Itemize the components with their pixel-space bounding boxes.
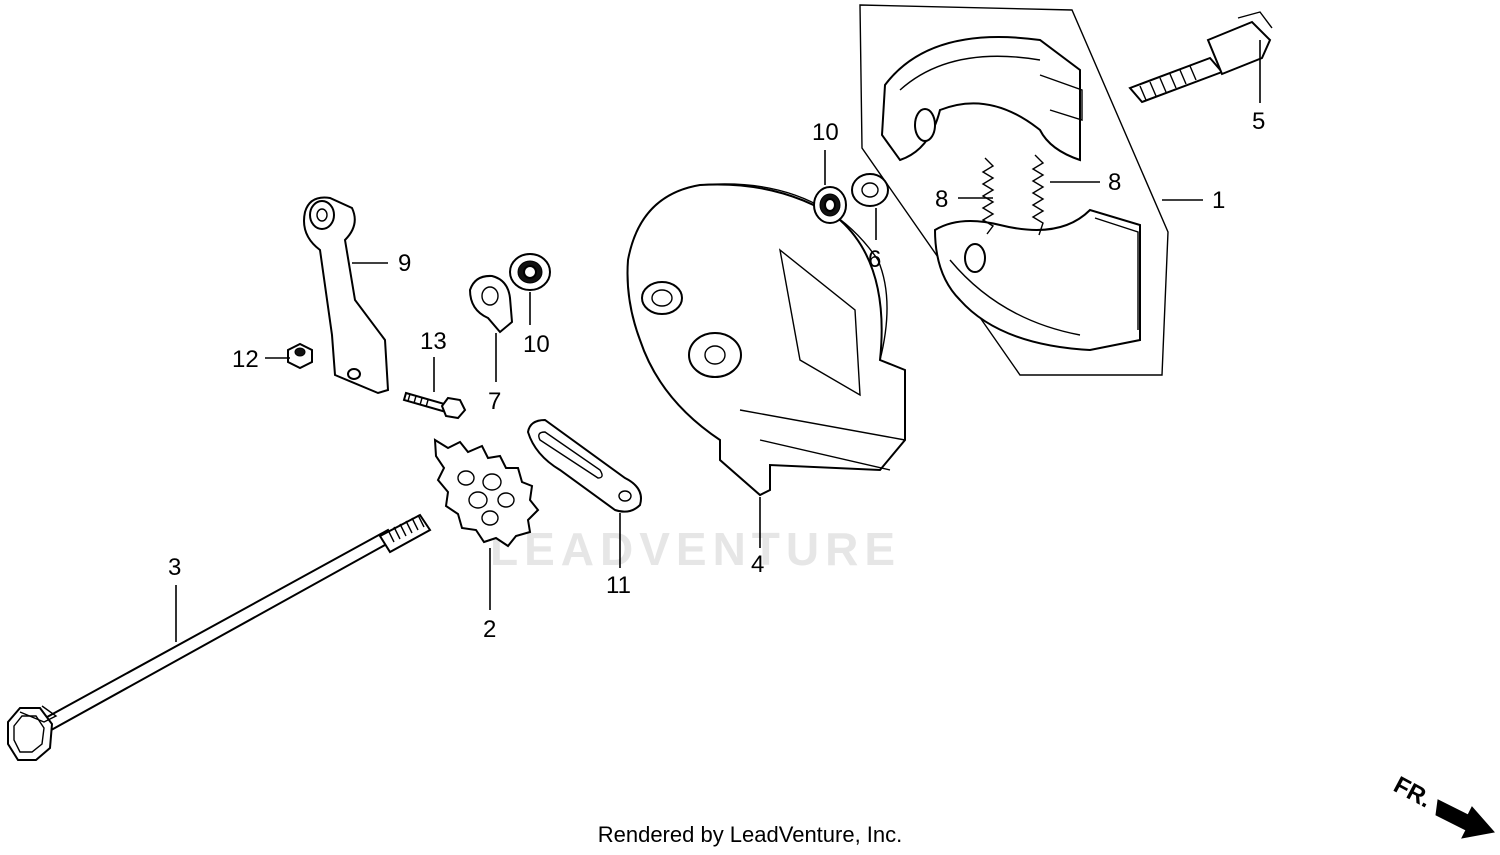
callout-1: 1 (1212, 187, 1225, 214)
indicator-plate[interactable] (468, 274, 514, 334)
callout-5: 5 (1252, 108, 1265, 135)
callout-10-lower: 10 (523, 331, 550, 358)
callout-2: 2 (483, 616, 496, 643)
watermark-text: LEADVENTURE (490, 523, 901, 575)
leader-lines (175, 40, 1261, 642)
adjuster-link[interactable] (526, 418, 642, 513)
brake-arm[interactable] (303, 196, 390, 395)
callout-10-upper: 10 (812, 119, 839, 146)
brake-panel[interactable] (626, 183, 906, 497)
brake-cam-shaft[interactable] (1128, 11, 1273, 104)
callout-13: 13 (420, 328, 447, 355)
bolt-13[interactable] (402, 391, 467, 420)
callout-4: 4 (751, 551, 764, 578)
brake-shoe-assembly[interactable] (859, 4, 1169, 376)
callout-8-right: 8 (1108, 169, 1121, 196)
callout-12: 12 (232, 346, 259, 373)
axle[interactable] (7, 513, 432, 761)
seal-upper[interactable] (813, 186, 847, 224)
seal-lower[interactable] (509, 253, 551, 291)
callout-3: 3 (168, 554, 181, 581)
callout-7: 7 (488, 388, 501, 415)
adjuster-plate[interactable] (433, 438, 540, 548)
washer-6[interactable] (851, 173, 889, 207)
callout-6: 6 (868, 246, 881, 273)
callout-8-left: 8 (935, 186, 948, 213)
spring-right[interactable] (1031, 154, 1045, 236)
callout-9: 9 (398, 250, 411, 277)
spring-left[interactable] (981, 157, 995, 235)
callout-11: 11 (606, 572, 631, 599)
nut-12[interactable] (287, 342, 313, 370)
direction-arrow-icon (1435, 799, 1495, 839)
callout-labels: 1 2 3 4 5 6 7 8 8 9 10 10 11 12 13 (168, 108, 1265, 643)
direction-label: FR. (1389, 771, 1436, 813)
render-credit: Rendered by LeadVenture, Inc. (597, 822, 903, 847)
